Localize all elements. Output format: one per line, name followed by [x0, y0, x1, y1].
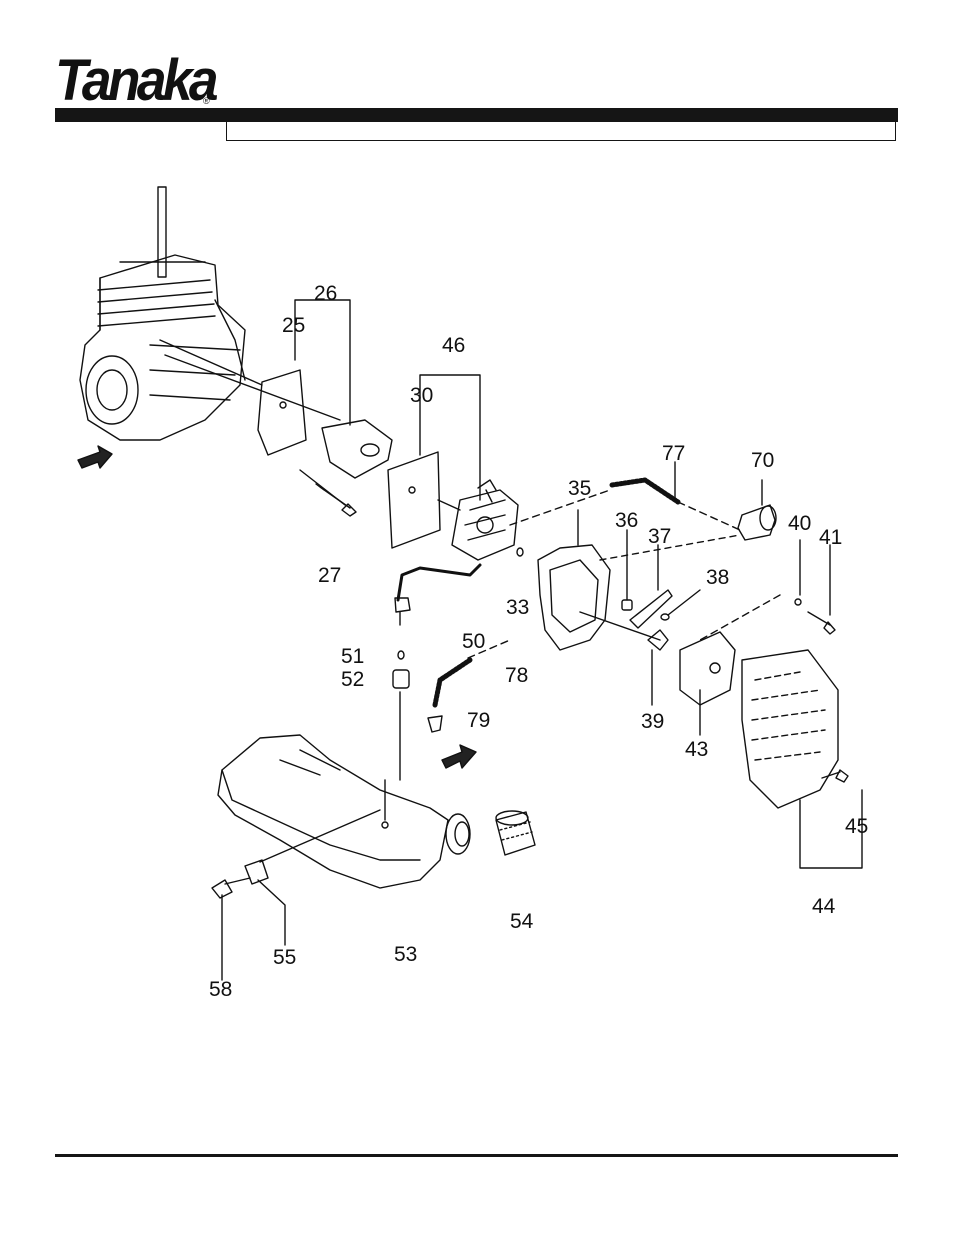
- label-58: 58: [209, 978, 232, 1001]
- label-45: 45: [845, 815, 868, 838]
- tanaka-logo: Tanaka: [55, 48, 219, 113]
- label-36: 36: [615, 509, 638, 532]
- label-52: 52: [341, 668, 364, 691]
- part-39: [647, 629, 669, 651]
- washer-40: [794, 598, 802, 606]
- hose-78: [432, 657, 473, 708]
- label-51: 51: [341, 645, 364, 668]
- oring-33: [516, 547, 524, 557]
- registered-mark: ®: [203, 96, 210, 106]
- label-43: 43: [685, 738, 708, 761]
- gasket-30: [387, 451, 441, 549]
- label-25: 25: [282, 314, 305, 337]
- label-77: 77: [662, 442, 685, 465]
- screw-45: [821, 769, 849, 783]
- air-filter-case-35: [537, 509, 611, 651]
- footer-rule: [55, 1154, 898, 1157]
- primer-70: [737, 504, 777, 541]
- label-27: 27: [318, 564, 341, 587]
- label-30: 30: [410, 384, 433, 407]
- arrow-right: [441, 744, 477, 769]
- label-53: 53: [394, 943, 417, 966]
- label-54: 54: [510, 910, 534, 933]
- fuel-line-50: [396, 563, 482, 602]
- label-78: 78: [505, 664, 528, 687]
- label-38: 38: [706, 566, 729, 589]
- grommet-79: [427, 715, 443, 733]
- choke-lever-37: [629, 589, 673, 629]
- gasket-25: [257, 369, 307, 456]
- label-79: 79: [467, 709, 490, 732]
- label-39: 39: [641, 710, 664, 733]
- label-44: 44: [812, 895, 836, 918]
- fuel-cap-54: [495, 810, 536, 856]
- fuel-tank-53: [217, 734, 471, 889]
- label-55: 55: [273, 946, 296, 969]
- arrow-left: [77, 445, 113, 469]
- filter-element-43: [679, 631, 736, 706]
- label-40: 40: [788, 512, 811, 535]
- bolt-58: [211, 877, 251, 899]
- fuel-filter-52: [392, 669, 410, 689]
- fuel-filter-51: [397, 650, 405, 660]
- title-bar: [226, 122, 896, 141]
- spring-38: [660, 613, 670, 621]
- label-70: 70: [751, 449, 774, 472]
- label-33: 33: [506, 596, 529, 619]
- part-36: [621, 599, 633, 611]
- carburetor-46: [451, 479, 519, 561]
- air-cleaner-cover-44: [741, 649, 839, 809]
- label-50: 50: [462, 630, 485, 653]
- part-number-labels: 26 25 46 30 77 70 35 36 37 40 41 27 38 3…: [209, 282, 868, 1001]
- label-37: 37: [648, 525, 671, 548]
- hose-77: [609, 477, 681, 505]
- label-26: 26: [314, 282, 337, 305]
- header-rule: [55, 108, 898, 122]
- grommet-55: [244, 859, 269, 885]
- label-46: 46: [442, 334, 465, 357]
- label-41: 41: [819, 526, 842, 549]
- engine-block: [79, 186, 246, 441]
- insulator-26: [321, 419, 393, 479]
- bolt-41: [807, 611, 836, 635]
- label-35: 35: [568, 477, 591, 500]
- bolt-27: [315, 483, 357, 517]
